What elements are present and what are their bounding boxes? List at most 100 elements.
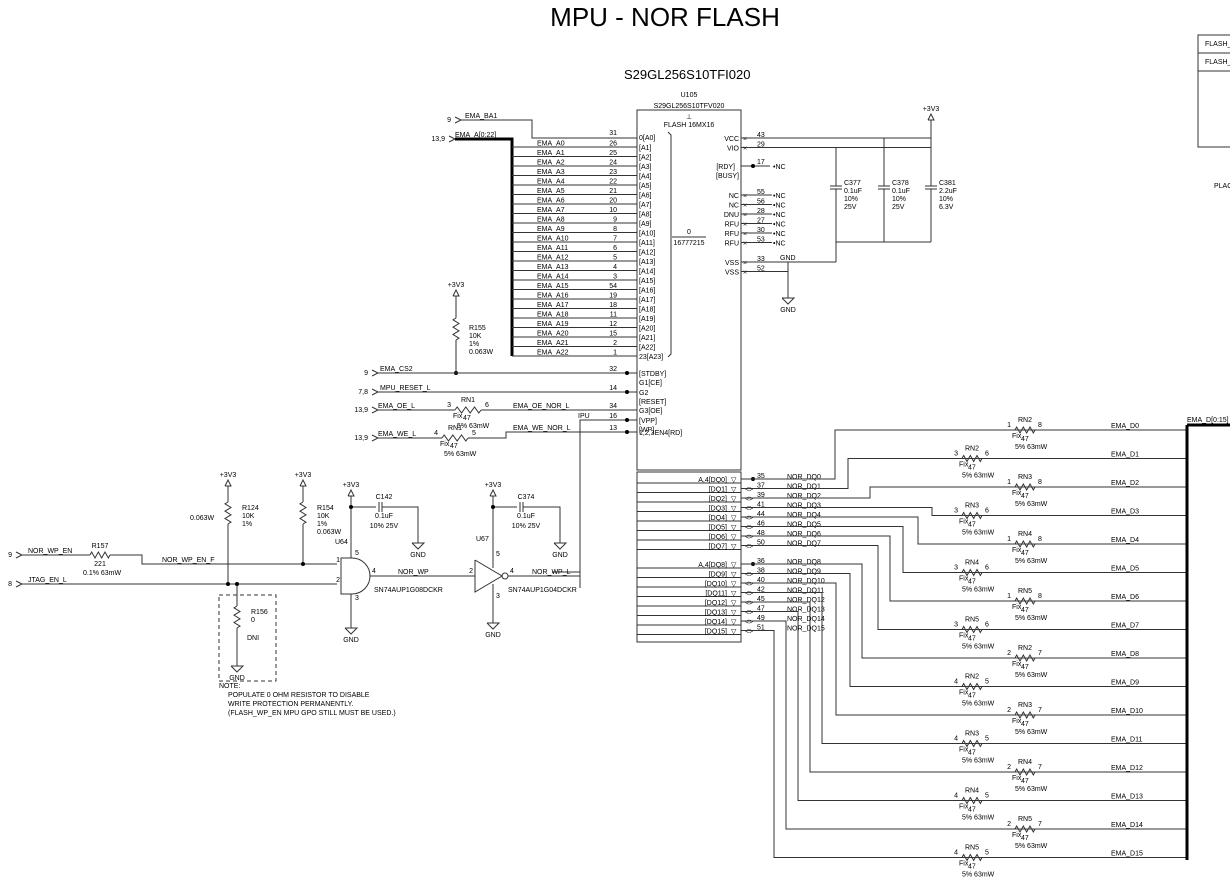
- nc-label: •NC: [773, 231, 786, 238]
- cap-value: 0.1uF: [844, 188, 862, 195]
- pin-number: 35: [757, 473, 765, 480]
- r155-resistor-icon: [452, 317, 460, 341]
- dq-pin-label: [DQ10]: [705, 581, 727, 588]
- c142-spec: 10% 25V: [370, 523, 399, 530]
- nc-pin-label: RFU: [725, 231, 739, 238]
- pin-label: [A3]: [639, 164, 652, 171]
- nc-label: •NC: [773, 203, 786, 210]
- r156-value: 0: [251, 617, 255, 624]
- pin-label: [A7]: [639, 202, 652, 209]
- pin-number: 5: [985, 736, 989, 743]
- pin-number: 20: [609, 198, 617, 205]
- rn-ref: RN3: [1018, 702, 1032, 709]
- side-table: [1197, 34, 1230, 148]
- pin-label: 23[A23]: [639, 354, 663, 361]
- rn-spec: 5% 63mW: [1015, 558, 1048, 565]
- gnd-label: GND: [410, 552, 426, 559]
- bidir-icon: <>: [745, 629, 753, 636]
- power-symbol-icon: ⊥: [686, 114, 692, 121]
- u105-dq-section: [636, 471, 742, 643]
- tristate-icon: ▽: [731, 534, 737, 541]
- pin-label: [A18]: [639, 307, 655, 314]
- address-net-label: EMA_A18: [537, 312, 569, 319]
- power-label: +3V3: [343, 482, 360, 489]
- address-net-label: EMA_A3: [537, 169, 565, 176]
- rn-ref: RN5: [965, 617, 979, 624]
- pin-label: [A5]: [639, 183, 652, 190]
- dq-trace: [741, 620, 1187, 830]
- power-label: +3V3: [485, 482, 502, 489]
- rn-value: 47: [968, 864, 976, 871]
- pin-label: [A16]: [639, 288, 655, 295]
- data-net-label: EMA_D8: [1111, 651, 1139, 658]
- pin-label: [VPP]: [639, 418, 657, 425]
- pin-number: 6: [985, 622, 989, 629]
- pin-number: 5: [985, 793, 989, 800]
- dq-net-label: NOR_DQ1: [787, 484, 821, 491]
- fix-label: Fix: [959, 462, 969, 469]
- pin-number: 22: [609, 179, 617, 186]
- side-table-row: FLASH_: [1205, 59, 1230, 66]
- cap-tol: 10%: [939, 196, 953, 203]
- junction-dot: [625, 418, 629, 422]
- data-net-label: EMA_D15: [1111, 851, 1143, 858]
- side-table-row: FLASH_WP: [1205, 41, 1230, 48]
- pin-number: 4: [434, 430, 438, 437]
- nc-pin-label: NC: [729, 193, 739, 200]
- fix-label: Fix: [1012, 604, 1022, 611]
- rn-resistor-icon: [961, 682, 983, 691]
- no-connect-icon: ×: [743, 203, 747, 210]
- fix-label: Fix: [959, 690, 969, 697]
- pin-number: 47: [757, 606, 765, 613]
- pin-number: 36: [757, 558, 765, 565]
- tristate-icon: ▽: [731, 544, 737, 551]
- r157-spec: 0.1% 63mW: [83, 570, 122, 577]
- pin-label: [A11]: [639, 240, 655, 247]
- no-connect-icon: ×: [743, 193, 747, 200]
- pin-number: 23: [609, 169, 617, 176]
- pin-label: 1,2,3EN4[RD]: [639, 430, 682, 437]
- tristate-icon: ▽: [731, 629, 737, 636]
- bidir-icon: <>: [745, 610, 753, 617]
- pin-number: 6: [985, 565, 989, 572]
- net-label: EMA_A[0:22]: [455, 132, 496, 139]
- wire-ipu: [579, 419, 637, 588]
- dq-pin-label: [DQ4]: [709, 515, 727, 522]
- pin-number: 52: [757, 266, 765, 273]
- pin-number: 1: [1007, 479, 1011, 486]
- rn-value: 47: [1021, 436, 1029, 443]
- pin-label: [A1]: [639, 145, 652, 152]
- rn1-value: 47: [463, 415, 471, 422]
- rn-value: 47: [968, 750, 976, 757]
- cap-tol: 10%: [844, 196, 858, 203]
- rn-spec: 5% 63mW: [1015, 615, 1048, 622]
- dq-net-label: NOR_DQ5: [787, 522, 821, 529]
- r154-power: 0.063W: [317, 529, 342, 536]
- fix-label: Fix: [1012, 661, 1022, 668]
- pin-number: 4: [954, 850, 958, 857]
- fix-label: Fix: [1012, 433, 1022, 440]
- bidir-icon: <>: [745, 591, 753, 598]
- offpage-arrow-icon: [454, 116, 463, 124]
- offpage-ref: 13,9: [354, 407, 368, 414]
- net-label: EMA_WE_L: [378, 431, 416, 438]
- nc-label: •NC: [773, 222, 786, 229]
- junction-dot: [235, 582, 239, 586]
- u105-range-bottom: 16777215: [673, 240, 704, 247]
- u64-part: SN74AUP1G08DCKR: [374, 587, 443, 594]
- pin-number: 8: [1038, 422, 1042, 429]
- pin-number: 2: [1007, 650, 1011, 657]
- pin-number: 4: [372, 568, 376, 575]
- offpage-ref: 7,8: [358, 389, 368, 396]
- pin-number: 27: [757, 218, 765, 225]
- pin-number: 31: [609, 130, 617, 137]
- ground-icon: [486, 622, 501, 630]
- pin-label: [A20]: [639, 326, 655, 333]
- dq-net-label: NOR_DQ6: [787, 531, 821, 538]
- r157-value: 221: [94, 561, 106, 568]
- net-label: EMA_WE_NOR_L: [513, 425, 571, 432]
- rn-resistor-icon: [1014, 653, 1036, 663]
- bidir-icon: <>: [745, 487, 753, 494]
- dq-pin-label: [DQ14]: [705, 619, 727, 626]
- rn-resistor-icon: [1014, 425, 1036, 435]
